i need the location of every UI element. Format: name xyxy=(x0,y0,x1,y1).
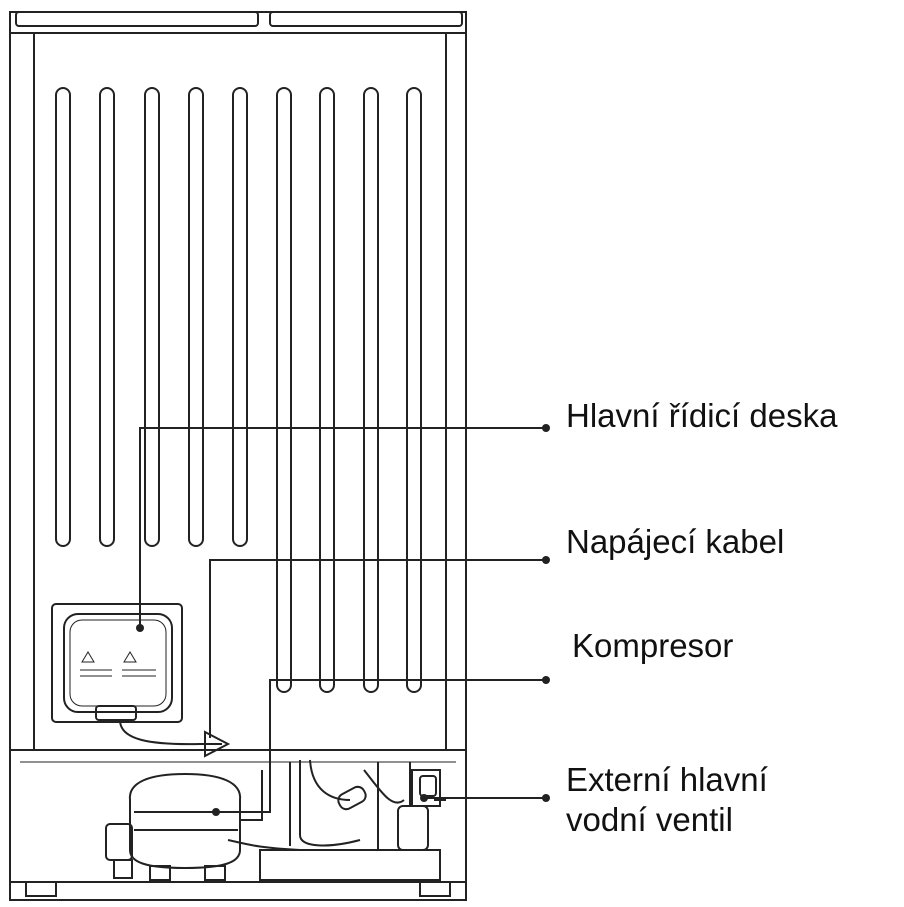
foot-right xyxy=(419,881,451,897)
dot-control-board-end xyxy=(542,424,550,432)
foot-left xyxy=(25,881,57,897)
top-cap-right xyxy=(269,11,463,27)
water-valve-assembly xyxy=(259,759,446,881)
leader-power-cable xyxy=(209,559,546,738)
leader-dots xyxy=(136,424,550,816)
warning-label xyxy=(80,651,156,677)
label-water-valve: Externí hlavní vodní ventil xyxy=(566,760,768,840)
top-cap-left xyxy=(15,11,259,27)
label-power-cable: Napájecí kabel xyxy=(566,523,785,560)
control-board-housing xyxy=(51,603,231,758)
label-water-valve-line2: vodní ventil xyxy=(566,801,733,838)
leader-control-board xyxy=(139,427,546,626)
fridge-cabinet xyxy=(9,11,467,901)
dot-compressor xyxy=(212,808,220,816)
dot-compressor-end xyxy=(542,676,550,684)
leader-compressor xyxy=(216,679,546,813)
condenser-coil xyxy=(55,87,422,693)
label-water-valve-line1: Externí hlavní xyxy=(566,761,768,798)
dot-water-valve-end xyxy=(542,794,550,802)
label-control-board: Hlavní řídicí deska xyxy=(566,397,838,434)
dot-power-cable-end xyxy=(542,556,550,564)
leader-lines xyxy=(139,427,546,813)
dot-control-board xyxy=(136,624,144,632)
dot-water-valve xyxy=(420,794,428,802)
label-compressor: Kompresor xyxy=(572,627,734,664)
